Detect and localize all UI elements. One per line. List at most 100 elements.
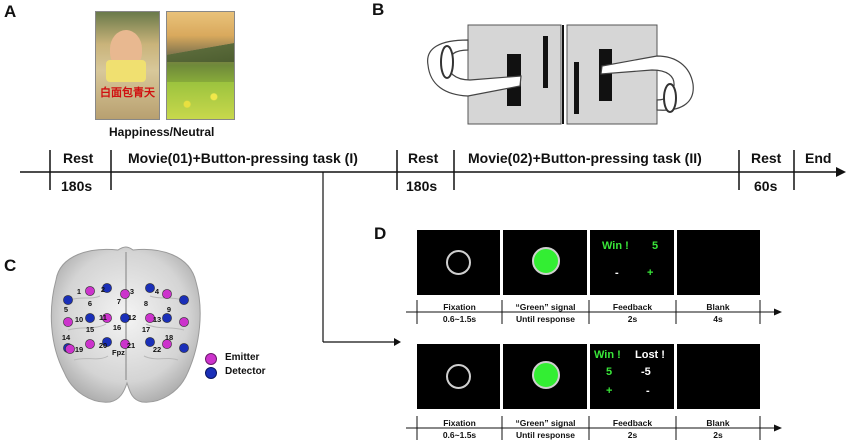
green-signal-circle-icon (532, 247, 560, 275)
trial1-plus: + (647, 267, 654, 279)
channel-number: 3 (130, 287, 134, 296)
channel-number: 8 (144, 299, 148, 308)
legend-detector-label: Detector (225, 366, 266, 377)
trial2-feedback-screen: Win ! Lost ! 5 -5 + - (590, 344, 674, 409)
trial1-label-blank: Blank (706, 302, 730, 312)
timeline-rest-3-duration: 60s (754, 178, 778, 194)
legend-emitter-label: Emitter (225, 352, 260, 363)
emitter-optode (162, 289, 172, 299)
trial1-label-feedback: Feedback (612, 302, 653, 312)
timeline-movie-1: Movie(01)+Button-pressing task (I) (128, 150, 358, 166)
trial1-win-text: Win ! (602, 240, 629, 252)
detector-optode (179, 295, 189, 305)
timeline-rest-3: Rest (751, 150, 782, 166)
trial1-minus: - (615, 267, 619, 279)
trial2-lost-sign: - (646, 385, 650, 397)
channel-number: 2 (101, 285, 105, 294)
trial2-time-fixation: 0.6~1.5s (442, 430, 477, 440)
detector-optode (179, 343, 189, 353)
channel-number: 12 (128, 313, 136, 322)
trial2-time-blank: 2s (713, 430, 723, 440)
trial1-green-signal-screen (503, 230, 587, 295)
panel-label-c: C (4, 256, 17, 275)
trial2-time-green-signal: Until response (515, 430, 576, 440)
trial2-fixation-screen (417, 344, 500, 409)
channel-number: 5 (64, 305, 68, 314)
emitter-optode (162, 339, 172, 349)
neutral-landscape-image (166, 11, 235, 120)
trial2-win-sign: + (606, 385, 613, 397)
trial1-score: 5 (652, 240, 659, 252)
channel-number: 7 (117, 297, 121, 306)
trial2-label-green-signal: “Green” signal (515, 418, 576, 428)
channel-number: 15 (86, 325, 94, 334)
channel-number: 18 (165, 333, 173, 342)
trial2-time-feedback: 2s (627, 430, 638, 440)
emitter-optode (120, 339, 130, 349)
trial1-label-green-signal: “Green” signal (515, 302, 576, 312)
detector-optode (102, 337, 112, 347)
detector-optode (145, 337, 155, 347)
green-signal-circle-icon (532, 361, 560, 389)
trial2-lost-score: -5 (641, 366, 651, 378)
channel-number: 22 (153, 345, 161, 354)
timeline-movie-2: Movie(02)+Button-pressing task (II) (468, 150, 702, 166)
detector-optode (145, 283, 155, 293)
detector-optode (162, 313, 172, 323)
detector-optode (120, 313, 130, 323)
fixation-circle-icon (446, 250, 471, 275)
stimulus-caption: Happiness/Neutral (109, 125, 215, 139)
panel-label-a: A (4, 2, 17, 21)
trial2-win-score: 5 (606, 366, 613, 378)
channel-number: 20 (99, 341, 107, 350)
trial2-label-blank: Blank (706, 418, 730, 428)
channel-number: 9 (167, 305, 171, 314)
channel-number: 14 (62, 333, 71, 342)
trial1-time-green-signal: Until response (515, 314, 576, 324)
trial1-time-fixation: 0.6~1.5s (442, 314, 477, 324)
fpz-label: Fpz (112, 348, 125, 357)
trial2-blank-screen (677, 344, 760, 409)
trial2-green-signal-screen (503, 344, 587, 409)
trial2-lost-text: Lost ! (635, 349, 665, 361)
timeline-end: End (805, 150, 832, 166)
emitter-optode (145, 313, 155, 323)
emitter-optode (63, 317, 73, 327)
channel-number: 19 (75, 345, 83, 354)
legend-emitter-marker (205, 353, 217, 365)
channel-number: 1 (77, 287, 81, 296)
timeline-rest-2: Rest (408, 150, 439, 166)
trial1-feedback-screen: Win ! 5 - + (590, 230, 674, 295)
trial1-blank-screen (677, 230, 760, 295)
channel-number: 10 (75, 315, 83, 324)
channel-number: 13 (153, 315, 161, 324)
emitter-optode (85, 286, 95, 296)
channel-number: 21 (127, 341, 135, 350)
timeline-rest-2-duration: 180s (406, 178, 438, 194)
emitter-optode (102, 313, 112, 323)
panel-label-d: D (374, 224, 387, 243)
legend-detector-marker (205, 367, 217, 379)
detector-optode (63, 295, 73, 305)
trial1-time-feedback: 2s (627, 314, 638, 324)
emitter-optode (179, 317, 189, 327)
channel-number: 17 (142, 325, 150, 334)
trial1-fixation-screen (417, 230, 500, 295)
channel-number: 11 (99, 313, 107, 322)
trial1-time-blank: 4s (713, 314, 723, 324)
trial2-label-fixation: Fixation (443, 418, 476, 428)
channel-number: 16 (113, 323, 121, 332)
fixation-circle-icon (446, 364, 471, 389)
emitter-optode (120, 289, 130, 299)
poster-title-text: 白面包青天 (100, 86, 155, 99)
detector-optode (85, 313, 95, 323)
emitter-optode (85, 339, 95, 349)
channel-number: 6 (88, 299, 92, 308)
trial2-win-text: Win ! (594, 349, 621, 361)
panel-label-b: B (372, 0, 385, 19)
movie-poster-image: 白面包青天 (95, 11, 160, 120)
